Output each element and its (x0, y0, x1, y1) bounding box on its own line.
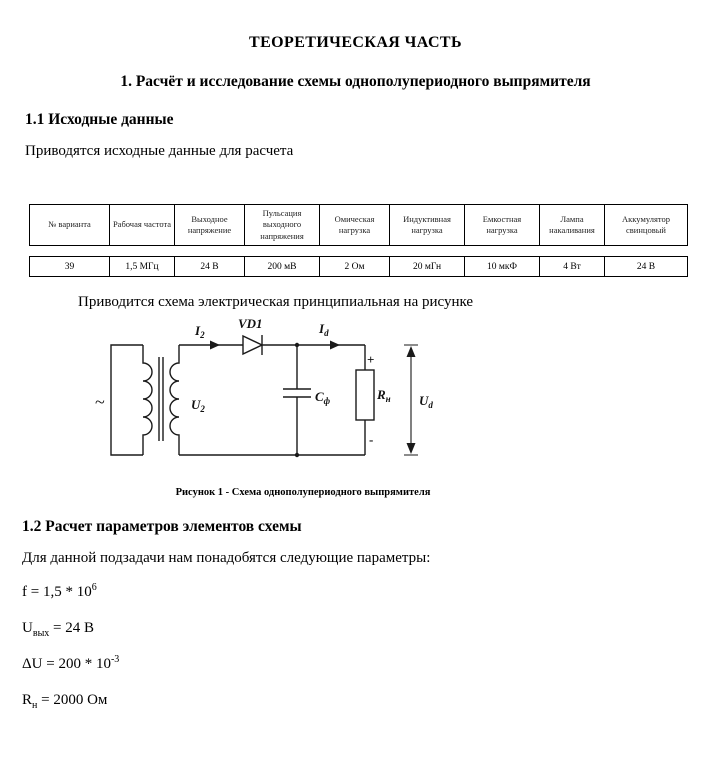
ud-arrowhead-bottom (406, 443, 416, 454)
section-1-1-intro: Приводятся исходные данные для расчета (25, 143, 294, 159)
ud-measure-line (404, 344, 418, 456)
junction-dot-top (294, 342, 300, 348)
figure-caption: Рисунок 1 - Схема однополупериодного вып… (175, 487, 431, 498)
resistor-rn-label: Rн (376, 387, 391, 404)
ud-arrowhead-top (406, 346, 416, 357)
param-text: R (22, 692, 33, 708)
primary-wire (110, 344, 143, 456)
table-header-cell: Выходное напряжение (174, 204, 245, 246)
section-1-2-heading: 1.2 Расчет параметров элементов схемы (22, 518, 302, 535)
capacitor-plates (283, 388, 311, 398)
circuit-figure: ~ I2 VD1 Id U2 Cф Rн + - Ud Рисунок 1 - … (68, 315, 538, 498)
table-value-cell: 24 В (174, 256, 245, 277)
table-value-cell: 2 Ом (319, 256, 390, 277)
current-i2-arrowhead (210, 340, 220, 350)
transformer-secondary-coil (169, 345, 180, 455)
current-id-label: Id (318, 321, 329, 338)
capacitor-cf-label: Cф (315, 389, 331, 406)
table-value-cell: 39 (29, 256, 110, 277)
param-subscript: н (32, 700, 38, 711)
table-value-cell: 1,5 МГц (109, 256, 175, 277)
section-1-1-heading: 1.1 Исходные данные (25, 111, 174, 128)
voltage-ud-label: Ud (419, 393, 433, 410)
param-subscript: вых (32, 628, 50, 639)
param-text: = 2000 Ом (37, 692, 108, 708)
table-header-cell: Емкостная нагрузка (464, 204, 540, 246)
diode-symbol (242, 334, 264, 356)
plus-sign: + (367, 352, 374, 367)
current-id-arrowhead (330, 340, 340, 350)
table-value-cell: 200 мВ (244, 256, 320, 277)
input-data-table: № варианта Рабочая частота Выходное напр… (29, 204, 689, 277)
junction-dot-bottom (294, 452, 300, 458)
param-text: ΔU = 200 * 10 (22, 656, 111, 672)
table-value-cell: 24 В (604, 256, 688, 277)
table-header-cell: Лампа накаливания (539, 204, 605, 246)
param-frequency: f = 1,5 * 106 (22, 582, 689, 603)
table-value-cell: 20 мГн (389, 256, 465, 277)
table-header-cell: Аккумулятор свинцовый (604, 204, 688, 246)
param-output-voltage: Uвых = 24 В (22, 618, 689, 639)
table-header-cell: Омическая нагрузка (319, 204, 390, 246)
param-superscript: 6 (91, 582, 97, 593)
diode-vd1-label: VD1 (238, 316, 263, 331)
section-1-heading: 1. Расчёт и исследование схемы однополуп… (120, 73, 591, 90)
param-load-resistance: Rн = 2000 Ом (22, 690, 689, 711)
table-value-cell: 4 Вт (539, 256, 605, 277)
param-superscript: -3 (110, 654, 120, 665)
param-ripple-voltage: ΔU = 200 * 10-3 (22, 654, 689, 675)
param-text: = 24 В (49, 620, 95, 636)
section-1-2-intro: Для данной подзадачи нам понадобятся сле… (22, 550, 431, 566)
minus-sign: - (369, 432, 373, 447)
table-header-cell: Индуктивная нагрузка (389, 204, 465, 246)
transformer-core (158, 357, 164, 441)
document-page: ТЕОРЕТИЧЕСКАЯ ЧАСТЬ 1. Расчёт и исследов… (0, 34, 711, 762)
table-values-row: 39 1,5 МГц 24 В 200 мВ 2 Ом 20 мГн 10 мк… (29, 256, 688, 277)
page-title: ТЕОРЕТИЧЕСКАЯ ЧАСТЬ (249, 34, 462, 51)
ac-source-symbol: ~ (95, 392, 105, 412)
table-header-row: № варианта Рабочая частота Выходное напр… (29, 204, 688, 246)
schematic-intro-text: Приводится схема электрическая принципиа… (78, 294, 474, 310)
resistor-symbol (355, 369, 375, 421)
rectifier-schematic: ~ I2 VD1 Id U2 Cф Rн + - Ud (95, 316, 433, 458)
param-text: U (22, 620, 33, 636)
param-text: f = 1,5 * 10 (22, 584, 92, 600)
table-header-cell: Пульсация выходного напряжения (244, 204, 320, 246)
table-header-cell: № варианта (29, 204, 110, 246)
table-header-cell: Рабочая частота (109, 204, 175, 246)
table-value-cell: 10 мкФ (464, 256, 540, 277)
voltage-u2-label: U2 (191, 397, 205, 414)
transformer-primary-coil (142, 345, 153, 455)
current-i2-label: I2 (194, 323, 205, 340)
